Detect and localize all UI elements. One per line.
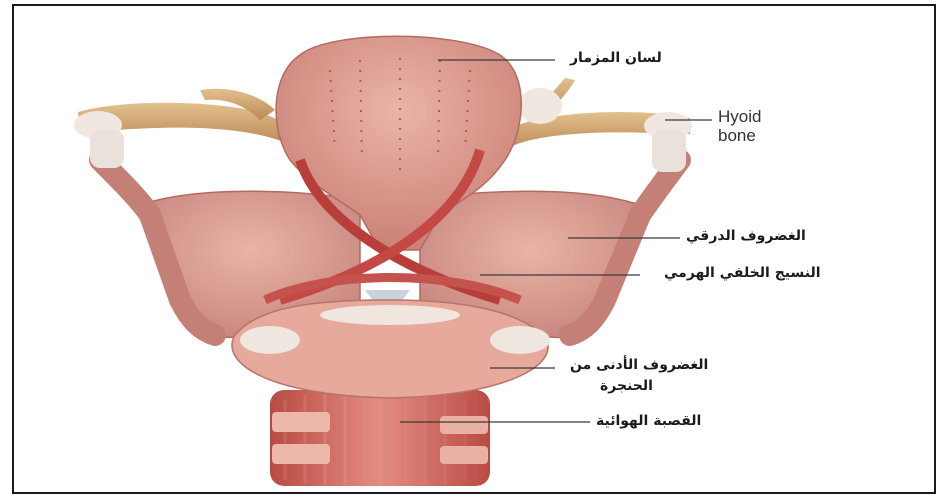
label-cricoid-line1: الغضروف الأدنى من [570,357,708,373]
label-trachea: القصبة الهوائية [596,413,701,429]
label-epiglottis: لسان المزمار [570,50,662,66]
label-hyoid-line2: bone [718,126,761,145]
label-hyoid-bone: Hyoid bone [718,107,761,145]
trachea-shape [270,390,490,486]
label-hyoid-line1: Hyoid [718,107,761,126]
cricoid-cartilage-shape [232,300,550,398]
label-thyroid-cartilage: الغضروف الدرقي [686,228,806,244]
label-arytenoid-tissue: النسيج الخلفي الهرمي [664,265,821,281]
label-cricoid-line2: الحنجرة [600,378,653,394]
